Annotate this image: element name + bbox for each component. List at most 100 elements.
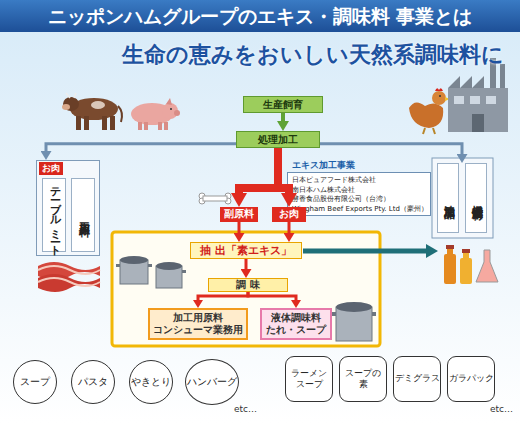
process-box: 抽 出「素エキス」	[190, 242, 302, 259]
cow-illustration	[66, 93, 76, 98]
pot-illustration	[332, 312, 336, 316]
box-label: テーブルミート	[47, 180, 62, 251]
box-label: Wingham Beef Exports Pty. Ltd（豪州）	[292, 205, 426, 215]
cow-illustration	[110, 116, 115, 130]
flow-connector	[248, 292, 296, 300]
box-label: 南日本ハム株式会社	[292, 186, 426, 196]
pig-illustration	[166, 98, 172, 105]
box-label: 副原料	[224, 208, 254, 221]
title-banner: ニッポンハムグループのエキス・調味料 事業とは	[0, 0, 520, 32]
box-label: やきとり	[131, 376, 171, 389]
process-box: 処理加工	[236, 131, 320, 148]
category-column: 機能性素材	[465, 163, 487, 233]
use-square: スープの 素	[339, 356, 387, 402]
material-box: お肉	[272, 207, 306, 222]
box-label: スープの 素	[340, 368, 386, 390]
flow-connector	[46, 144, 236, 151]
bone-illustration	[203, 196, 227, 201]
cow-illustration	[63, 97, 79, 111]
box-label: 調 味	[236, 278, 259, 292]
pot-illustration	[336, 302, 372, 312]
flow-arrow	[303, 244, 438, 258]
box-label: パスタ	[78, 376, 108, 389]
flow-connector	[281, 113, 285, 121]
bottle-illustration	[460, 258, 472, 284]
pig-illustration	[138, 122, 142, 130]
pot-illustration	[116, 256, 152, 284]
category-column: 加工用原料	[71, 178, 95, 252]
bottle-illustration	[444, 254, 456, 284]
meat-illustration	[38, 274, 100, 292]
box-label: 日本ピュアフード株式会社	[292, 176, 426, 186]
pot-illustration	[116, 264, 120, 267]
pot-illustration	[156, 262, 186, 288]
bottle-illustration	[447, 248, 453, 255]
material-box: 副原料	[220, 207, 258, 222]
use-circle: スープ	[13, 360, 57, 404]
factory-illustration	[448, 88, 508, 132]
flow-connector	[245, 259, 248, 269]
chicken-illustration	[409, 102, 443, 128]
box-label: 処理加工	[258, 133, 298, 147]
meat-illustration	[38, 262, 100, 292]
chicken-illustration	[439, 95, 441, 97]
box-label: 液体調味料 たれ・スープ	[262, 312, 330, 336]
flow-connector	[238, 222, 241, 233]
cow-illustration	[62, 104, 70, 110]
box-label: 加工用原料 コンシューマ業務用	[150, 312, 246, 336]
process-box: 生産飼育	[243, 96, 323, 113]
pig-illustration	[164, 122, 168, 130]
box-label: ガラパック	[449, 373, 494, 384]
factory-illustration	[448, 58, 508, 132]
process-box: 調 味	[208, 278, 288, 292]
company-list-box: エキス加工事業日本ピュアフード株式会社南日本ハム株式会社酵香食品股份有限公司（台…	[287, 172, 431, 216]
use-circle: やきとり	[129, 360, 173, 404]
box-label: デミグラス	[395, 373, 440, 384]
bottle-illustration	[444, 245, 498, 284]
pig-illustration	[158, 122, 162, 130]
group-heading: エキス加工事業	[292, 160, 355, 171]
factory-illustration	[454, 96, 464, 104]
cow-illustration	[84, 116, 89, 130]
bone-illustration	[199, 193, 231, 204]
cow-illustration	[102, 116, 107, 130]
subtitle-text: 生命の恵みをおいしい天然系調味料に	[122, 40, 504, 70]
product-box: 液体調味料 たれ・スープ	[260, 308, 332, 340]
factory-illustration	[472, 114, 484, 132]
chicken-illustration	[432, 91, 446, 105]
box-label: 生産飼育	[263, 98, 303, 112]
pig-illustration	[144, 122, 148, 130]
use-square: ラーメン スープ	[285, 356, 333, 402]
flow-arrow	[426, 244, 438, 258]
box-label: 抽 出「素エキス」	[200, 243, 292, 258]
cow-illustration	[62, 93, 122, 130]
cow-illustration	[91, 101, 105, 109]
box-label: お肉	[279, 208, 299, 221]
pot-illustration	[120, 256, 148, 264]
factory-illustration	[448, 76, 484, 88]
pig-illustration	[131, 98, 180, 130]
flow-connector	[239, 148, 278, 193]
cow-illustration	[76, 116, 81, 130]
flow-connector	[288, 222, 291, 233]
pot-illustration	[336, 307, 372, 341]
flow-connector	[278, 148, 289, 193]
etc-note: etc…	[234, 404, 257, 414]
etc-note: etc…	[490, 404, 513, 414]
flow-connector	[198, 292, 248, 300]
factory-illustration	[500, 64, 505, 88]
meat-illustration	[38, 278, 100, 286]
category-frame	[432, 158, 493, 238]
factory-illustration	[486, 96, 496, 104]
box-label: 機能性素材	[469, 196, 484, 201]
bottle-illustration	[446, 245, 454, 249]
chicken-illustration	[435, 88, 443, 91]
product-box: 加工用原料 コンシューマ業務用	[148, 308, 248, 340]
category-column: 油脂加工品	[437, 163, 459, 233]
bottle-illustration	[476, 250, 498, 282]
pot-illustration	[148, 264, 152, 267]
